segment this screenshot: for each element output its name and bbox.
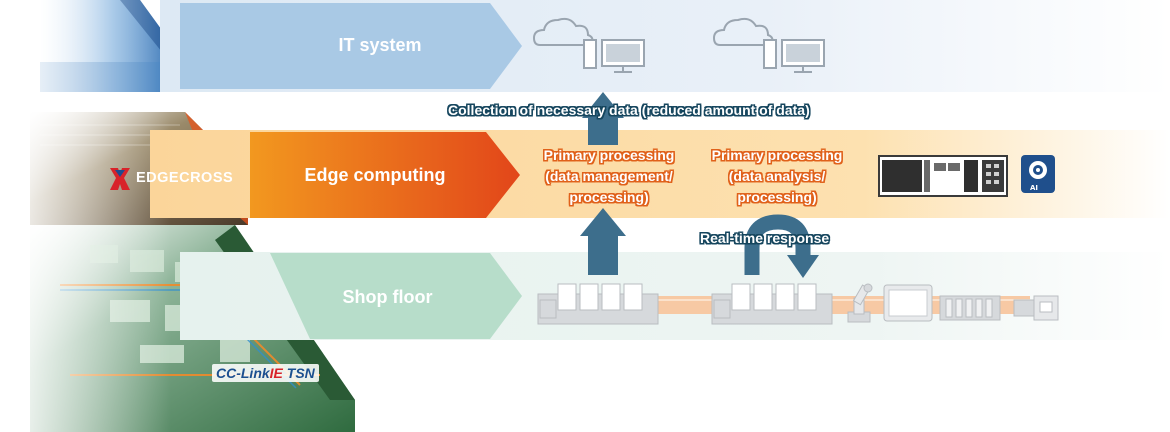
shop-layer-label: Shop floor — [342, 287, 433, 307]
realtime-annotation: Real-time response — [700, 230, 830, 246]
edgecross-logo-icon — [110, 168, 130, 190]
processing-line: processing) — [569, 189, 649, 205]
processing-line: (data management/ — [545, 168, 673, 184]
processing-line: Primary processing — [543, 147, 675, 163]
realtime-loop-arrow — [744, 214, 819, 278]
ai-badge-label: AI — [1030, 184, 1039, 192]
cclink-tsn: TSN — [286, 365, 315, 381]
plc-icon — [537, 283, 659, 325]
processing-line: processing) — [737, 189, 817, 205]
ethernet-connector-icon — [1013, 295, 1059, 321]
processing-line: Primary processing — [711, 147, 843, 163]
primary-processing-analysis: Primary processing (data analysis/ proce… — [688, 145, 866, 208]
up-arrow-to-edge — [580, 208, 626, 275]
hmi-icon — [883, 284, 933, 322]
cclink-ie: IE — [269, 365, 283, 381]
ai-software-icon — [1021, 155, 1055, 193]
io-module-icon — [939, 295, 1001, 321]
edgecross-label: EDGECROSS — [136, 170, 234, 186]
robot-arm-icon — [847, 283, 873, 323]
industrial-pc-icon — [878, 155, 1008, 197]
plc-icon — [711, 283, 833, 325]
cclink-prefix: CC-Link — [216, 365, 270, 381]
it-layer-label: IT system — [338, 35, 422, 55]
cloud-pc-icon — [712, 17, 825, 73]
edge-layer-label: Edge computing — [304, 165, 446, 185]
cclink-ie-tsn-logo: CC-LinkIE TSN — [212, 364, 319, 382]
cloud-pc-icon — [532, 17, 645, 73]
up-arrow-to-it — [582, 92, 624, 145]
collection-annotation: Collection of necessary data (reduced am… — [448, 102, 810, 118]
primary-processing-management: Primary processing (data management/ pro… — [520, 145, 698, 208]
processing-line: (data analysis/ — [728, 168, 826, 184]
